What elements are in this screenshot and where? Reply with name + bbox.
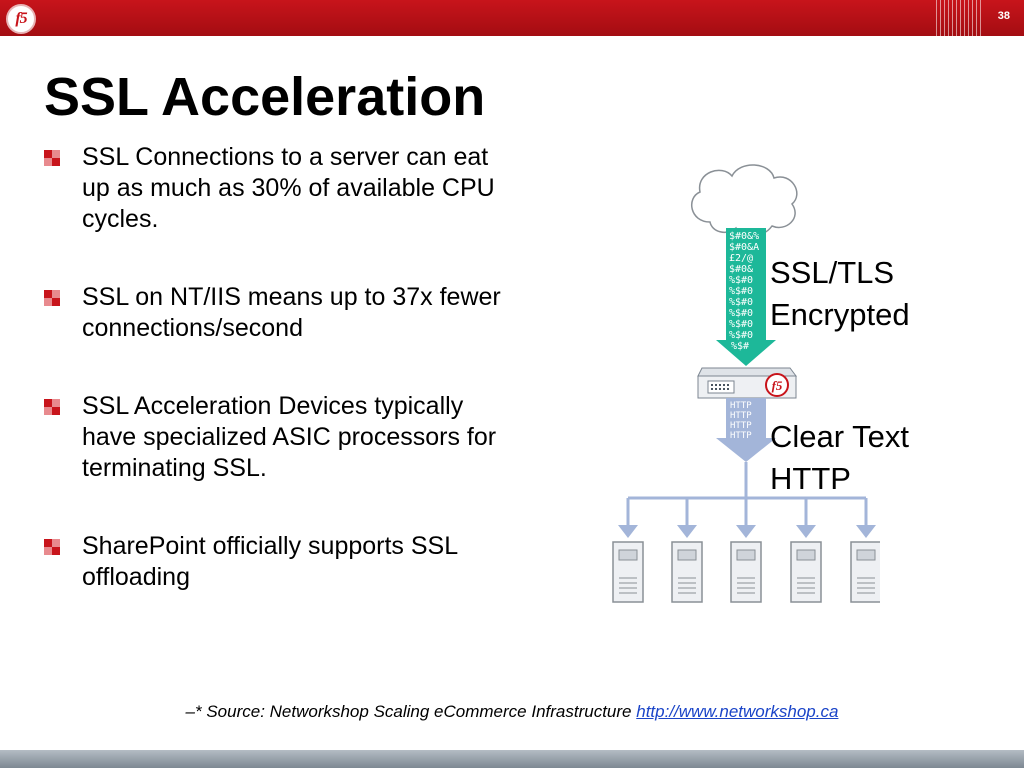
distribution-lines [626,462,868,528]
bullet-text: SSL on NT/IIS means up to 37x fewer conn… [82,283,501,342]
bullet-text: SSL Connections to a server can eat up a… [82,143,495,233]
svg-text:HTTP: HTTP [730,411,752,421]
svg-text:%$#0: %$#0 [729,319,753,330]
footer-bar [0,750,1024,768]
clear-text-label: Clear Text HTTP [770,416,909,500]
distribution-arrowheads [618,525,876,538]
svg-text:%$#0: %$#0 [729,308,753,319]
bullet-list: SSL Connections to a server can eat up a… [44,142,514,593]
svg-text:£2/@: £2/@ [729,253,753,264]
svg-text:%$#0: %$#0 [729,286,753,297]
bullet-square-icon [44,150,60,166]
bullet-item: SharePoint officially supports SSL offlo… [44,531,514,593]
load-balancer-icon: f5 [697,367,797,399]
bullet-item: SSL on NT/IIS means up to 37x fewer conn… [44,282,514,344]
bullet-text: SharePoint officially supports SSL offlo… [82,532,458,591]
encrypted-arrow: $#0&% $#0&A £2/@ $#0& %$#0 %$#0 %$#0 %$#… [716,228,776,366]
encrypted-label-line-2: Encrypted [770,297,910,332]
bullet-square-icon [44,290,60,306]
bullet-item: SSL Connections to a server can eat up a… [44,142,514,235]
svg-text:%$#0: %$#0 [729,275,753,286]
server-icon [612,541,644,603]
server-icon [790,541,822,603]
svg-text:$#0&%: $#0&% [729,231,759,242]
server-icon [850,541,880,603]
encrypted-label: SSL/TLS Encrypted [770,252,910,336]
clear-text-label-line-2: HTTP [770,461,851,496]
bullet-item: SSL Acceleration Devices typically have … [44,391,514,484]
server-icon [671,541,703,603]
bullet-square-icon [44,399,60,415]
svg-text:HTTP: HTTP [730,421,752,431]
source-link[interactable]: http://www.networkshop.ca [636,702,839,721]
header-stripes [936,0,984,36]
source-text: –* Source: Networkshop Scaling eCommerce… [185,702,637,721]
source-footnote: –* Source: Networkshop Scaling eCommerce… [0,702,1024,722]
bullet-text: SSL Acceleration Devices typically have … [82,392,497,482]
server-icon [730,541,762,603]
svg-text:HTTP: HTTP [730,431,752,441]
page-number: 38 [997,10,1010,22]
svg-text:$#0&A: $#0&A [729,242,759,253]
clear-text-label-line-1: Clear Text [770,419,909,454]
clear-text-arrow: HTTP HTTP HTTP HTTP [716,398,776,462]
svg-text:%$#: %$# [731,341,749,352]
svg-text:f5: f5 [772,378,783,393]
encrypted-label-line-1: SSL/TLS [770,255,895,290]
svg-text:$#0&: $#0& [729,264,753,275]
cloud-icon [690,164,798,237]
header-bar [0,0,1024,36]
ssl-diagram: $#0&% $#0&A £2/@ $#0& %$#0 %$#0 %$#0 %$#… [612,164,880,603]
f5-logo-icon: f5 [6,4,36,34]
slide-title: SSL Acceleration [44,67,486,127]
svg-text:HTTP: HTTP [730,401,752,411]
svg-text:%$#0: %$#0 [729,330,753,341]
bullet-square-icon [44,539,60,555]
svg-text:%$#0: %$#0 [729,297,753,308]
